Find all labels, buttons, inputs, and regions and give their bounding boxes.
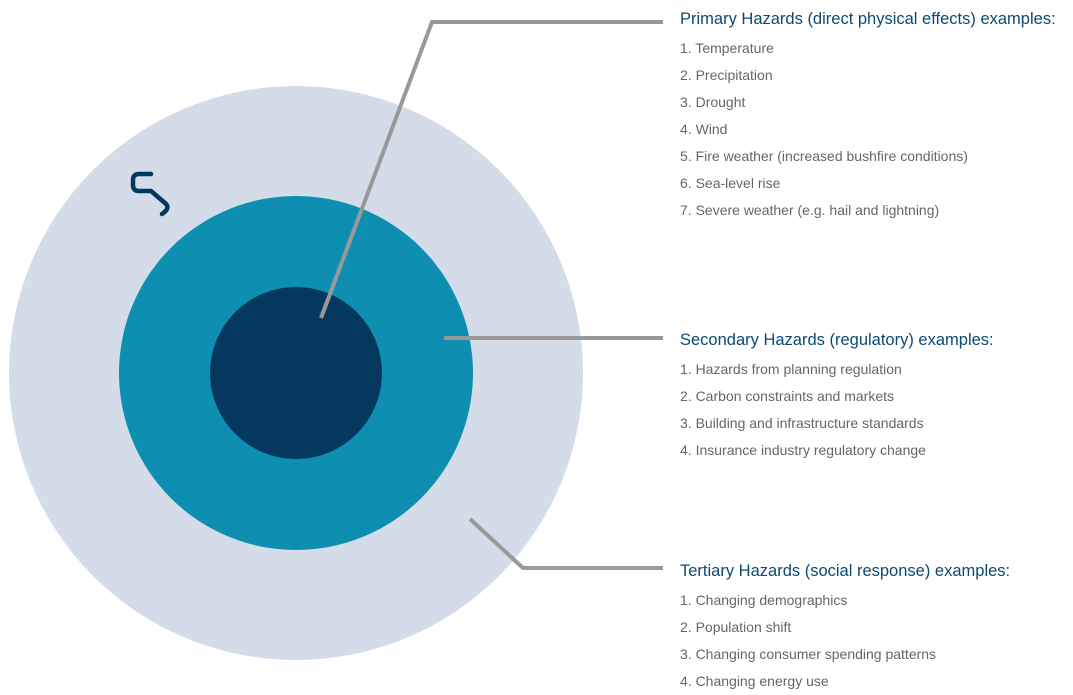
list-item: 1. Temperature — [680, 40, 774, 56]
secondary-hazards-title: Secondary Hazards (regulatory) examples: — [680, 331, 994, 349]
primary-hazards-title: Primary Hazards (direct physical effects… — [680, 10, 1056, 28]
tertiary-hazards-block: Tertiary Hazards (social response) examp… — [680, 560, 1073, 695]
list-item: 5. Fire weather (increased bushfire cond… — [680, 148, 968, 164]
cr-logo-mark — [130, 171, 170, 217]
list-item: 4. Changing energy use — [680, 673, 829, 689]
list-item: 6. Sea-level rise — [680, 175, 781, 191]
list-item: 4. Insurance industry regulatory change — [680, 442, 926, 458]
list-item: 3. Drought — [680, 94, 746, 110]
list-item: 4. Wind — [680, 121, 728, 137]
list-item: 7. Severe weather (e.g. hail and lightni… — [680, 202, 940, 218]
list-item: 1. Changing demographics — [680, 592, 848, 608]
list-item: 3. Changing consumer spending patterns — [680, 646, 937, 662]
list-item: 1. Hazards from planning regulation — [680, 361, 902, 377]
primary-hazards-block: Primary Hazards (direct physical effects… — [680, 8, 1060, 224]
inner-core-primary — [210, 287, 382, 459]
list-item: 2. Population shift — [680, 619, 792, 635]
secondary-hazards-block: Secondary Hazards (regulatory) examples:… — [680, 329, 1070, 464]
primary-hazards-list: 1. Temperature 2. Precipitation 3. Droug… — [680, 35, 1060, 224]
list-item: 2. Carbon constraints and markets — [680, 388, 894, 404]
list-item: 3. Building and infrastructure standards — [680, 415, 924, 431]
tertiary-hazards-list: 1. Changing demographics 2. Population s… — [680, 587, 1073, 695]
list-item: 2. Precipitation — [680, 67, 773, 83]
tertiary-connector-line — [468, 517, 663, 570]
tertiary-hazards-title: Tertiary Hazards (social response) examp… — [680, 562, 1011, 580]
secondary-hazards-list: 1. Hazards from planning regulation 2. C… — [680, 356, 1070, 464]
primary-connector-line — [319, 20, 663, 319]
